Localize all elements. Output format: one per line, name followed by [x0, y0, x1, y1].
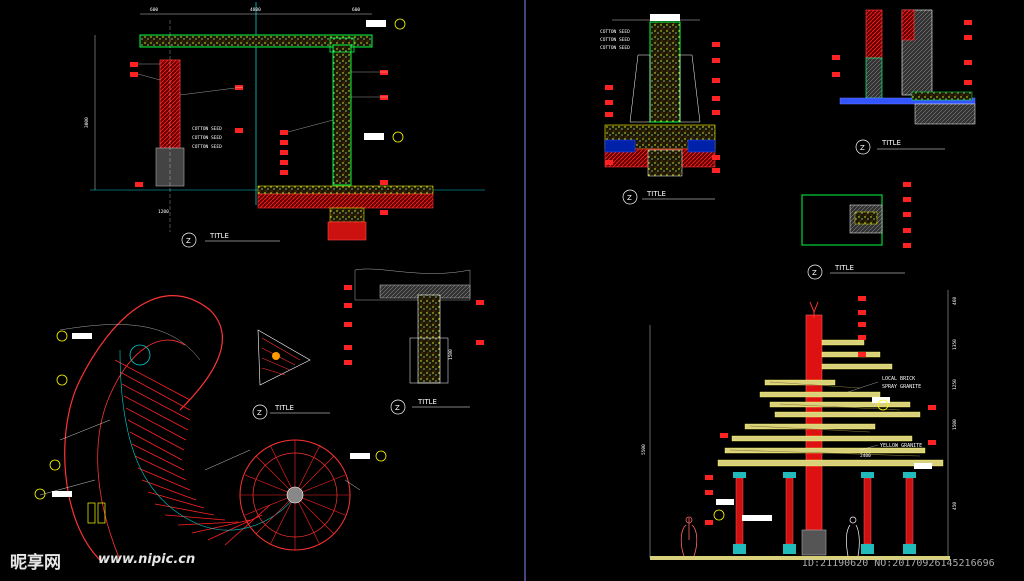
dim-foundation: 1200: [158, 209, 169, 215]
dim-span: 2400: [860, 453, 871, 459]
detail-marker-4-label: Z: [395, 404, 400, 412]
detail-footing-section: COTTON SEED COTTON SEED COTTON SEED Z TI…: [600, 14, 720, 205]
detail-title-6: TITLE: [881, 139, 901, 147]
note-cotton-5: COTTON SEED: [600, 37, 630, 43]
detail-marker-6-label: Z: [860, 144, 865, 152]
detail-marker-1: [181, 232, 197, 248]
note-cotton-3: COTTON SEED: [192, 144, 222, 150]
dim-height-main: 3000: [84, 117, 90, 128]
dim-top-mid: 4800: [250, 7, 261, 13]
watermark-site-name: 昵享网: [10, 553, 61, 573]
detail-marker-3-label: Z: [257, 409, 262, 417]
detail-marker-1-label: Z: [186, 237, 191, 245]
dim-elev-e: 450: [952, 502, 958, 510]
detail-marker-4: [390, 399, 406, 415]
detail-title-3: TITLE: [274, 404, 294, 412]
detail-marker-7-label: Z: [812, 269, 817, 277]
dim-elev-b: 1350: [952, 339, 958, 350]
detail-marker-3: [252, 404, 268, 420]
note-spray-granite: SPRAY GRANITE: [882, 384, 921, 390]
dim-elev-d: 1500: [952, 419, 958, 430]
detail-marker-6: [855, 139, 871, 155]
detail-title-5: TITLE: [646, 190, 666, 198]
note-cotton-4: COTTON SEED: [600, 29, 630, 35]
watermark-url: www.nipic.cn: [98, 552, 196, 567]
note-cotton-2: COTTON SEED: [192, 135, 222, 141]
dim-post-h: 1500: [448, 349, 454, 360]
detail-column-head: 1500 Z TITLE: [344, 268, 484, 415]
note-cotton-6: COTTON SEED: [600, 45, 630, 51]
detail-joint: Z TITLE: [801, 182, 911, 280]
detail-title-4: TITLE: [417, 398, 437, 406]
detail-title-7: TITLE: [834, 264, 854, 272]
detail-marker-7: [807, 264, 823, 280]
watermark-id: ID:21190620 NO:20170926145216696: [802, 558, 995, 569]
dim-elev-total: 5500: [641, 444, 647, 455]
detail-wall-section: Z TITLE: [832, 9, 976, 155]
dim-top-right: 600: [352, 7, 360, 13]
note-yellow-granite: YELLOW GRANITE: [880, 443, 922, 449]
detail-title-1: TITLE: [209, 232, 229, 240]
dim-elev-a: 460: [952, 297, 958, 305]
dim-top-left: 600: [150, 7, 158, 13]
detail-marker-5: [622, 189, 638, 205]
detail-spiral-plan: [34, 295, 387, 561]
detail-pergola-elevation: 5500 460 1350 1250 1500 450: [641, 290, 958, 560]
dim-elev-c: 1250: [952, 379, 958, 390]
detail-marker-5-label: Z: [627, 194, 632, 202]
note-cotton-1: COTTON SEED: [192, 126, 222, 132]
note-local-brick: LOCAL BRICK: [882, 376, 915, 382]
detail-pergola-section: 600 4800 600 3000 COTTON SEED COTTON SEE…: [84, 2, 485, 248]
detail-corner-plan: Z TITLE: [252, 329, 330, 420]
